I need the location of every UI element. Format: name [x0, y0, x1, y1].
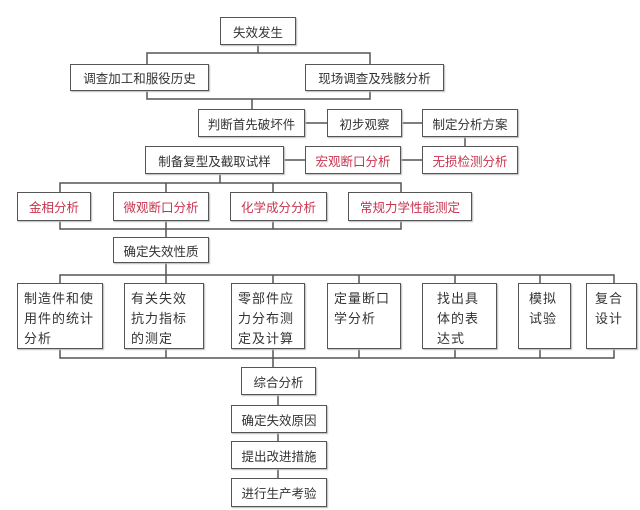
- node-failure-occurs: 失效发生: [220, 17, 296, 45]
- node-composite-design: 复合设计: [586, 283, 637, 349]
- node-chemical: 化学成分分析: [230, 192, 327, 221]
- node-mechanical: 常规力学性能测定: [348, 192, 472, 221]
- node-identify-first-broken: 判断首先破坏件: [198, 109, 305, 137]
- node-determine-cause: 确定失效原因: [231, 405, 327, 433]
- node-investigate-history: 调查加工和服役历史: [70, 64, 209, 91]
- node-stress: 零部件应力分布测定及计算: [231, 283, 305, 349]
- node-metallographic: 金相分析: [17, 192, 91, 221]
- node-expression: 找出具体的表达式: [422, 283, 497, 349]
- node-simulation: 模拟试验: [518, 283, 571, 349]
- node-make-plan: 制定分析方案: [422, 109, 518, 137]
- node-macro-fracture: 宏观断口分析: [305, 146, 401, 174]
- node-resistance: 有关失效抗力指标的测定: [124, 283, 204, 349]
- node-determine-nature: 确定失效性质: [113, 237, 209, 263]
- node-prepare-samples: 制备复型及截取试样: [145, 146, 284, 174]
- node-ndt-analysis: 无损检测分析: [422, 146, 518, 174]
- node-comprehensive: 综合分析: [241, 367, 316, 395]
- node-production-test: 进行生产考验: [231, 478, 327, 507]
- node-quant-fracto: 定量断口学分析: [327, 283, 401, 349]
- node-preliminary-observation: 初步观察: [327, 109, 402, 137]
- node-micro-fracture: 微观断口分析: [113, 192, 209, 221]
- node-improvements: 提出改进措施: [231, 441, 327, 469]
- node-site-investigation: 现场调查及残骸分析: [305, 64, 444, 91]
- node-stats: 制造件和使用件的统计分析: [17, 283, 103, 349]
